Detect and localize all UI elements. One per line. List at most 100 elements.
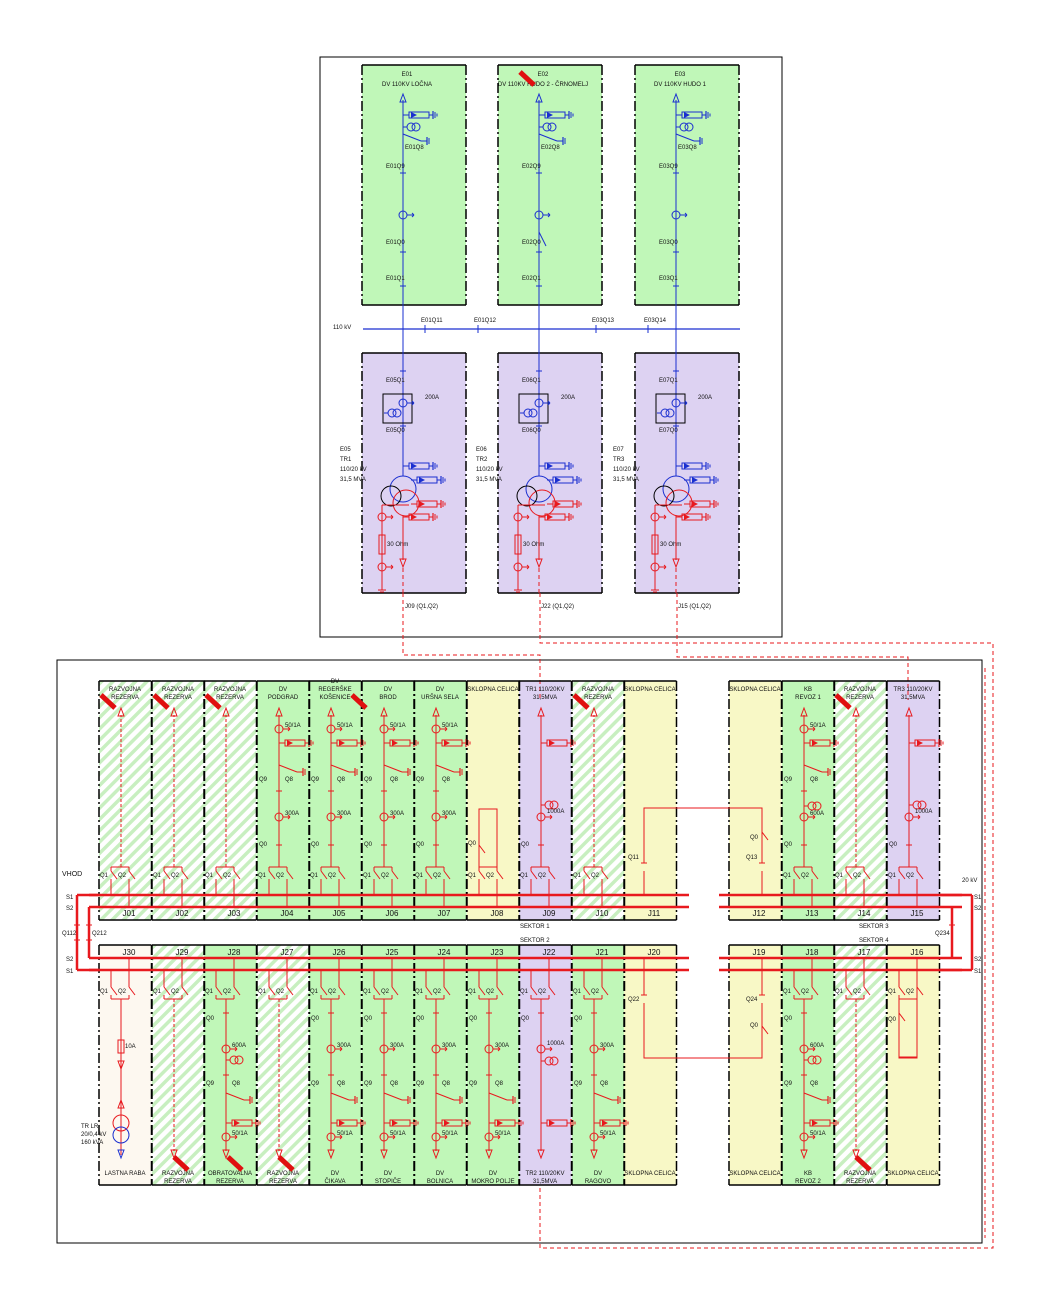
switch-label-q0: Q0: [364, 842, 373, 848]
terminal-arrow-icon: [852, 706, 860, 717]
current-transformer-icon: [513, 512, 530, 522]
switch-icon: [320, 867, 328, 883]
ct-rating: 50/1A: [232, 1131, 248, 1137]
bay-id: J14: [858, 909, 871, 918]
bay-name: BOLNICA: [427, 1179, 453, 1185]
current-transformer-icon: [377, 512, 394, 522]
surge-arrester-icon: [684, 500, 719, 508]
current-transformer-icon: [513, 562, 530, 572]
sector-label: SEKTOR 2: [520, 938, 550, 944]
bay-name: DV: [279, 687, 287, 693]
resistor-label: 30 Ohm: [387, 542, 408, 548]
bay-name: SKLOPNA CELICA: [887, 1171, 938, 1177]
current-transformer-icon: [379, 724, 396, 734]
switch-label-q1: Q1: [835, 873, 844, 879]
bay-name: SKLOPNA CELICA: [729, 687, 780, 693]
ct-rating: 50/1A: [337, 723, 353, 729]
switch-icon: [110, 983, 118, 999]
bay-id: J06: [386, 909, 399, 918]
current-transformer-icon: [431, 1132, 448, 1142]
bay-id: J12: [753, 909, 766, 918]
bay-name: REZERVA: [269, 1179, 297, 1185]
terminal-arrow-icon: [117, 1098, 125, 1109]
switch-icon: [548, 867, 556, 883]
surge-arrester-icon: [403, 513, 438, 521]
ct-rating: 200A: [561, 395, 575, 401]
switch-label-q0: Q0: [750, 835, 759, 841]
switch-label-q8: Q8: [600, 1081, 609, 1087]
voltage-transformer-icon: [541, 800, 559, 810]
bay-name: DV 110KV HUDO 2 - ČRNOMELJ: [498, 81, 588, 88]
switch-icon: [601, 867, 609, 883]
bay-name: DV: [436, 687, 444, 693]
switch-icon: [845, 867, 853, 883]
terminal-arrow-icon: [222, 706, 230, 717]
current-transformer-icon: [650, 512, 667, 522]
switch-icon: [215, 867, 223, 883]
surge-arrester-icon: [226, 1119, 261, 1127]
bay-name: REZERVA: [216, 1179, 244, 1185]
out-of-service-marker-icon: [152, 693, 170, 710]
terminal-arrow-icon: [432, 706, 440, 717]
sector-label: SEKTOR 3: [859, 924, 889, 930]
bay-name: REGERŠKE: [318, 686, 351, 693]
surge-arrester-icon: [541, 739, 576, 747]
switch-label-q0: Q0: [888, 1017, 897, 1023]
bay-name: REZERVA: [584, 695, 612, 701]
switch-label-q1: Q1: [363, 989, 372, 995]
switch-label-q9: E01Q9: [386, 164, 405, 170]
current-transformer-icon: [536, 1044, 553, 1054]
ct-rating: 300A: [390, 1043, 404, 1049]
current-transformer-icon: [398, 398, 415, 408]
earthing-switch-icon: [330, 764, 358, 776]
switch-icon: [128, 983, 136, 999]
bay-id: J02: [176, 909, 189, 918]
terminal-arrow-icon: [537, 1149, 545, 1160]
ct-rating: 300A: [390, 811, 404, 817]
switch-label-q0: Q0: [416, 842, 425, 848]
ct-rating: 300A: [337, 1043, 351, 1049]
switch-label-q0: Q0: [311, 1016, 320, 1022]
switch-label-q9: Q9: [784, 1081, 793, 1087]
ct-rating: 300A: [495, 1043, 509, 1049]
switch-icon: [215, 983, 223, 999]
fuse-rating: 10A: [125, 1044, 136, 1050]
bay-name: SKLOPNA CELICA: [467, 687, 518, 693]
switch-label-q2: Q2: [433, 989, 442, 995]
switch-label-q0: E06Q0: [522, 428, 541, 434]
current-transformer-icon: [671, 398, 688, 408]
terminal-arrow-icon: [117, 1149, 125, 1160]
ct-rating: 300A: [442, 1043, 456, 1049]
busbar-s1-label: S1: [974, 969, 982, 975]
bay-name: PODGRAD: [268, 695, 299, 701]
bay-name: RAZVOJNA: [582, 687, 614, 693]
current-transformer-icon: [650, 562, 667, 572]
ct-rating: 50/1A: [390, 723, 406, 729]
switch-icon: [583, 867, 591, 883]
trafo-id: E05: [340, 447, 351, 453]
switch-label-q1: Q1: [573, 989, 582, 995]
earthing-switch-icon: [803, 764, 831, 776]
voltage-transformer-icon: [676, 122, 694, 132]
switch-icon: [793, 867, 801, 883]
switch-label-q9: Q9: [311, 1081, 320, 1087]
trafo-ratio: 110/20 kV: [476, 467, 503, 473]
switch-label-q0: Q0: [311, 842, 320, 848]
current-transformer-icon: [326, 812, 343, 822]
bay-name: REZERVA: [111, 695, 139, 701]
switch-icon: [538, 1009, 544, 1025]
voltage-transformer-icon: [657, 408, 675, 418]
switch-label-q1: E03Q1: [659, 276, 678, 282]
bay-id: J04: [281, 909, 294, 918]
bus-switch-label: E01Q12: [474, 318, 497, 324]
surge-arrester-icon: [331, 739, 366, 747]
switch-label-q8: Q8: [495, 1081, 504, 1087]
switch-label-q2: Q2: [223, 989, 232, 995]
bay-name: REZERVA: [846, 1179, 874, 1185]
switch-icon: [328, 1009, 334, 1025]
bay-name: DV: [384, 687, 392, 693]
